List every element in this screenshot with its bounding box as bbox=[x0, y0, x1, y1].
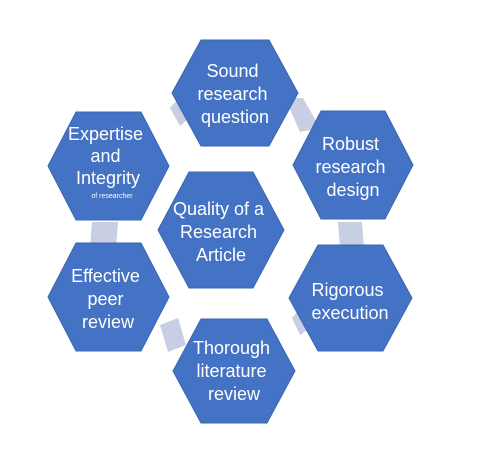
hexagon-top-right: Robust research design bbox=[292, 110, 414, 220]
hexagon-top-left-sublabel: of researcher bbox=[91, 193, 133, 200]
hexagon-center-shape bbox=[157, 171, 285, 289]
hexagon-top-shape bbox=[171, 39, 299, 147]
hexagon-bottom-left-label: Effective peer review bbox=[71, 266, 145, 332]
hexagon-top-left-shape bbox=[47, 111, 170, 221]
connector-bottom-to-bottomleft bbox=[160, 318, 186, 352]
hexagon-top: Sound research question bbox=[171, 39, 299, 147]
hexagon-bottom-right-shape bbox=[288, 244, 413, 352]
hexagon-top-label: Sound research question bbox=[197, 61, 272, 127]
hexagon-center-label: Quality of a Research Article bbox=[173, 199, 269, 265]
hexagon-bottom-shape bbox=[172, 318, 296, 424]
hexagon-top-right-shape bbox=[292, 110, 414, 220]
hexagon-bottom-right-label: Rigorous execution bbox=[311, 280, 388, 323]
connector-top-to-topright bbox=[285, 98, 320, 132]
hexagon-top-right-label: Robust research design bbox=[315, 134, 390, 200]
connector-bottomleft-to-topleft bbox=[90, 222, 118, 248]
hexagon-center: Quality of a Research Article bbox=[157, 171, 285, 289]
hexagon-top-left: Expertise and Integrity of researcher bbox=[47, 111, 170, 221]
hexagon-bottom-left-shape bbox=[47, 242, 170, 352]
hexagon-bottom-right: Rigorous execution bbox=[288, 244, 413, 352]
hexagon-bottom-label: Thorough literature review bbox=[193, 338, 275, 404]
hexagon-bottom: Thorough literature review bbox=[172, 318, 296, 424]
hexagon-bottom-left: Effective peer review bbox=[47, 242, 170, 352]
hexagons: Sound research question Robust research … bbox=[47, 39, 414, 424]
hexagon-top-left-label: Expertise and Integrity bbox=[68, 124, 148, 188]
connector-topright-to-bottomright bbox=[338, 222, 364, 248]
